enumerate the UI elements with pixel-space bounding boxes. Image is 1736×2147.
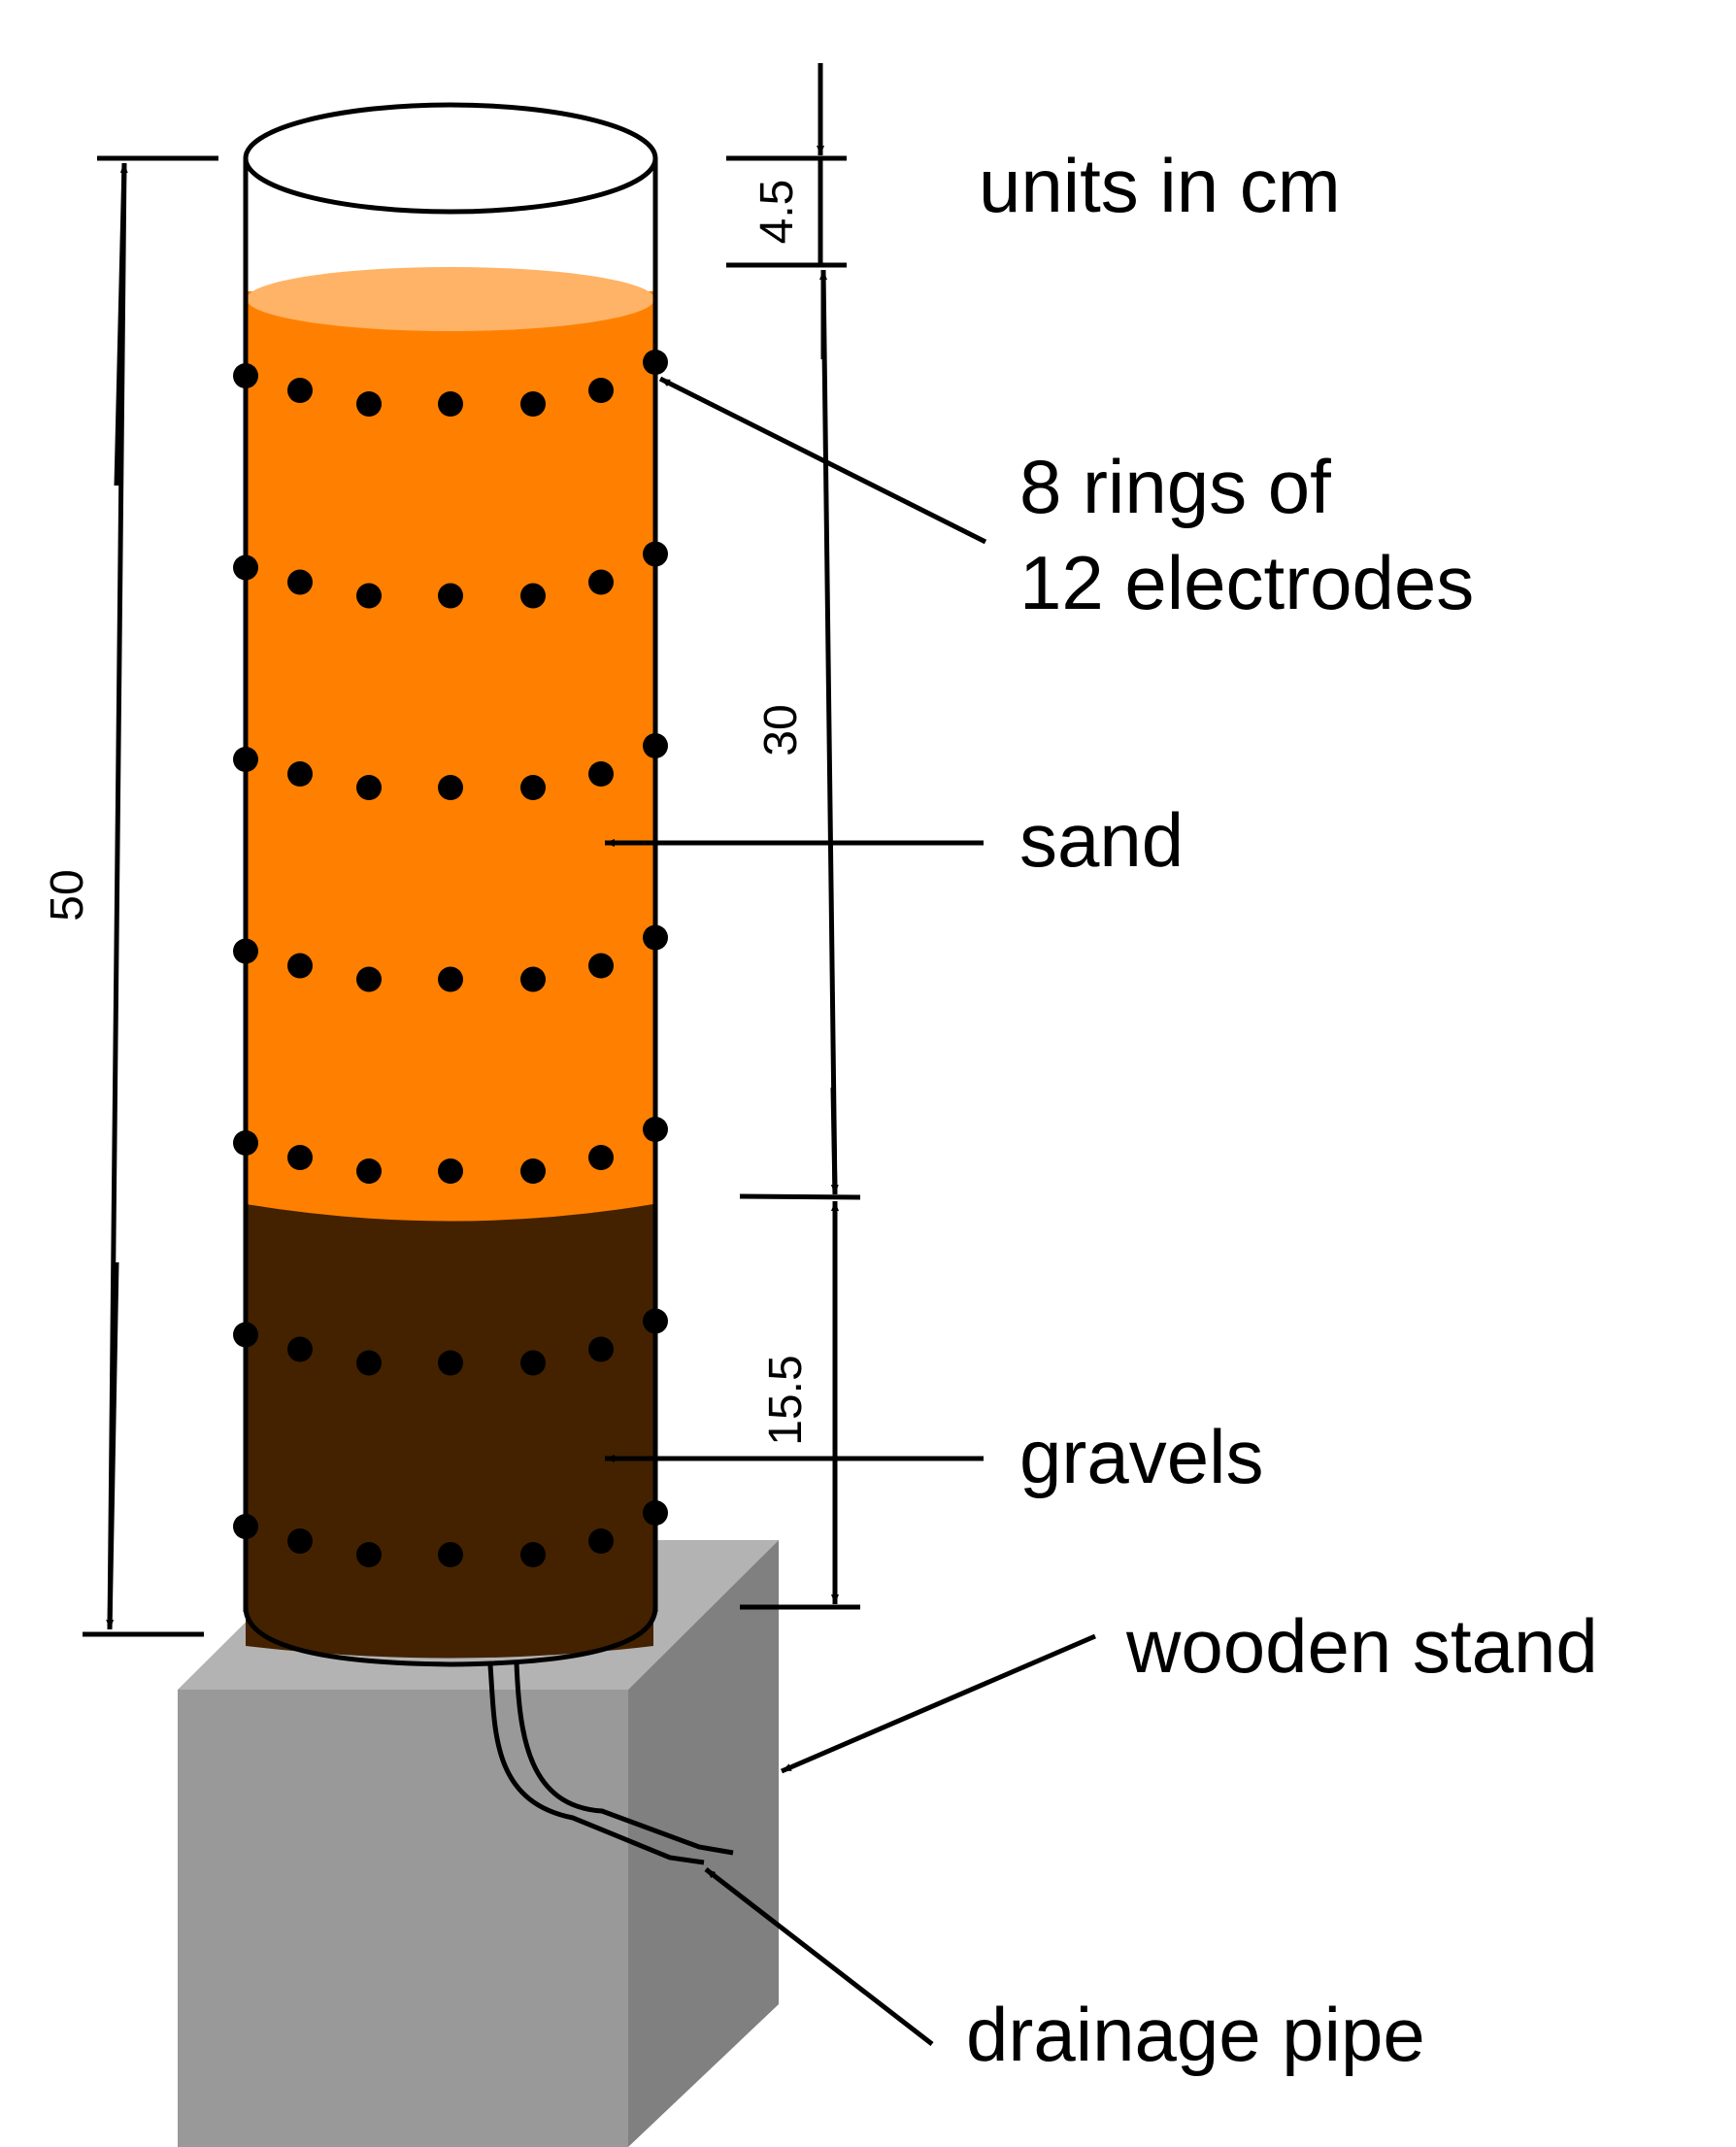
dim-sand-depth-label: 30 — [755, 704, 807, 755]
electrode-dot — [588, 1145, 614, 1170]
electrode-dot — [233, 1322, 258, 1348]
callout-arrows — [605, 376, 1096, 2046]
gravels-label: gravels — [1019, 1414, 1263, 1499]
wooden-stand-label: wooden stand — [1125, 1603, 1598, 1689]
column-bottom-rim — [243, 1606, 658, 1667]
electrode-dot — [438, 1542, 463, 1567]
electrode-dot — [520, 775, 546, 800]
electrode-dot — [520, 966, 546, 992]
dim-top-gap-label: 4.5 — [751, 180, 803, 245]
gravel-layer — [246, 1196, 653, 1659]
electrode-dot — [643, 1308, 668, 1334]
electrode-dot — [438, 966, 463, 992]
electrode-dot — [287, 953, 313, 979]
pipe-pointer-arrow — [704, 1867, 934, 2046]
electrode-dot — [356, 775, 382, 800]
electrode-dot — [438, 583, 463, 609]
sand-label: sand — [1019, 797, 1184, 883]
electrode-dot — [643, 1117, 668, 1142]
electrode-dot — [233, 1130, 258, 1156]
electrode-dot — [643, 1500, 668, 1526]
electrode-dot — [233, 938, 258, 964]
stand-pointer-arrow — [781, 1633, 1096, 1774]
electrode-dot — [438, 391, 463, 417]
electrode-dot — [356, 391, 382, 417]
electrode-dot — [588, 569, 614, 595]
electrode-dot — [643, 924, 668, 951]
electrode-dot — [287, 1528, 313, 1554]
stand-front-face — [178, 1690, 628, 2147]
column-top-rim — [243, 102, 658, 215]
electrode-dot — [438, 1350, 463, 1376]
units-label: units in cm — [979, 143, 1341, 228]
dimension-lines — [83, 63, 861, 1637]
electrode-dot — [233, 363, 258, 388]
electrode-dot — [287, 761, 313, 787]
electrode-dot — [520, 1158, 546, 1184]
electrode-dot — [356, 966, 382, 992]
electrode-dot — [438, 1158, 463, 1184]
electrode-dot — [233, 747, 258, 772]
drainage-pipe-label: drainage pipe — [966, 1992, 1425, 2077]
electrode-dot — [233, 554, 258, 581]
sand-surface — [247, 267, 654, 331]
electrode-dot — [588, 761, 614, 787]
sand-layer — [246, 291, 653, 1222]
electrode-dot — [356, 1158, 382, 1184]
soil-column — [233, 102, 668, 1667]
electrode-dot — [588, 1336, 614, 1362]
electrode-dot — [356, 583, 382, 609]
dim-total-height-label: 50 — [42, 869, 93, 921]
rings-label-line1: 8 rings of — [1019, 444, 1331, 529]
electrode-dot — [356, 1542, 382, 1567]
electrode-dot — [520, 1350, 546, 1376]
electrode-dot — [643, 350, 668, 375]
dim-gravel-depth-label: 15.5 — [760, 1355, 812, 1445]
electrode-dot — [287, 569, 313, 595]
electrode-dot — [643, 541, 668, 567]
electrode-dot — [287, 1145, 313, 1170]
electrode-dot — [520, 583, 546, 609]
stand-side-face — [628, 1540, 779, 2147]
electrode-dot — [588, 1528, 614, 1554]
electrode-dot — [438, 775, 463, 800]
rings-label-line2: 12 electrodes — [1019, 540, 1474, 625]
drainage-pipe-inner — [514, 1661, 734, 1856]
drainage-pipe — [487, 1661, 734, 1865]
electrode-rings — [233, 350, 668, 1567]
dim-30-arrow-bottom — [830, 1087, 839, 1195]
electrode-dot — [520, 391, 546, 417]
electrode-dot — [356, 1350, 382, 1376]
drainage-pipe-outer — [487, 1664, 705, 1865]
electrode-dot — [520, 1542, 546, 1567]
rings-pointer-arrow — [658, 376, 987, 545]
electrode-dot — [588, 378, 614, 403]
electrode-dot — [233, 1514, 258, 1539]
electrode-dot — [287, 1336, 313, 1362]
electrode-dot — [643, 733, 668, 758]
electrode-dot — [287, 378, 313, 403]
electrode-dot — [588, 953, 614, 979]
